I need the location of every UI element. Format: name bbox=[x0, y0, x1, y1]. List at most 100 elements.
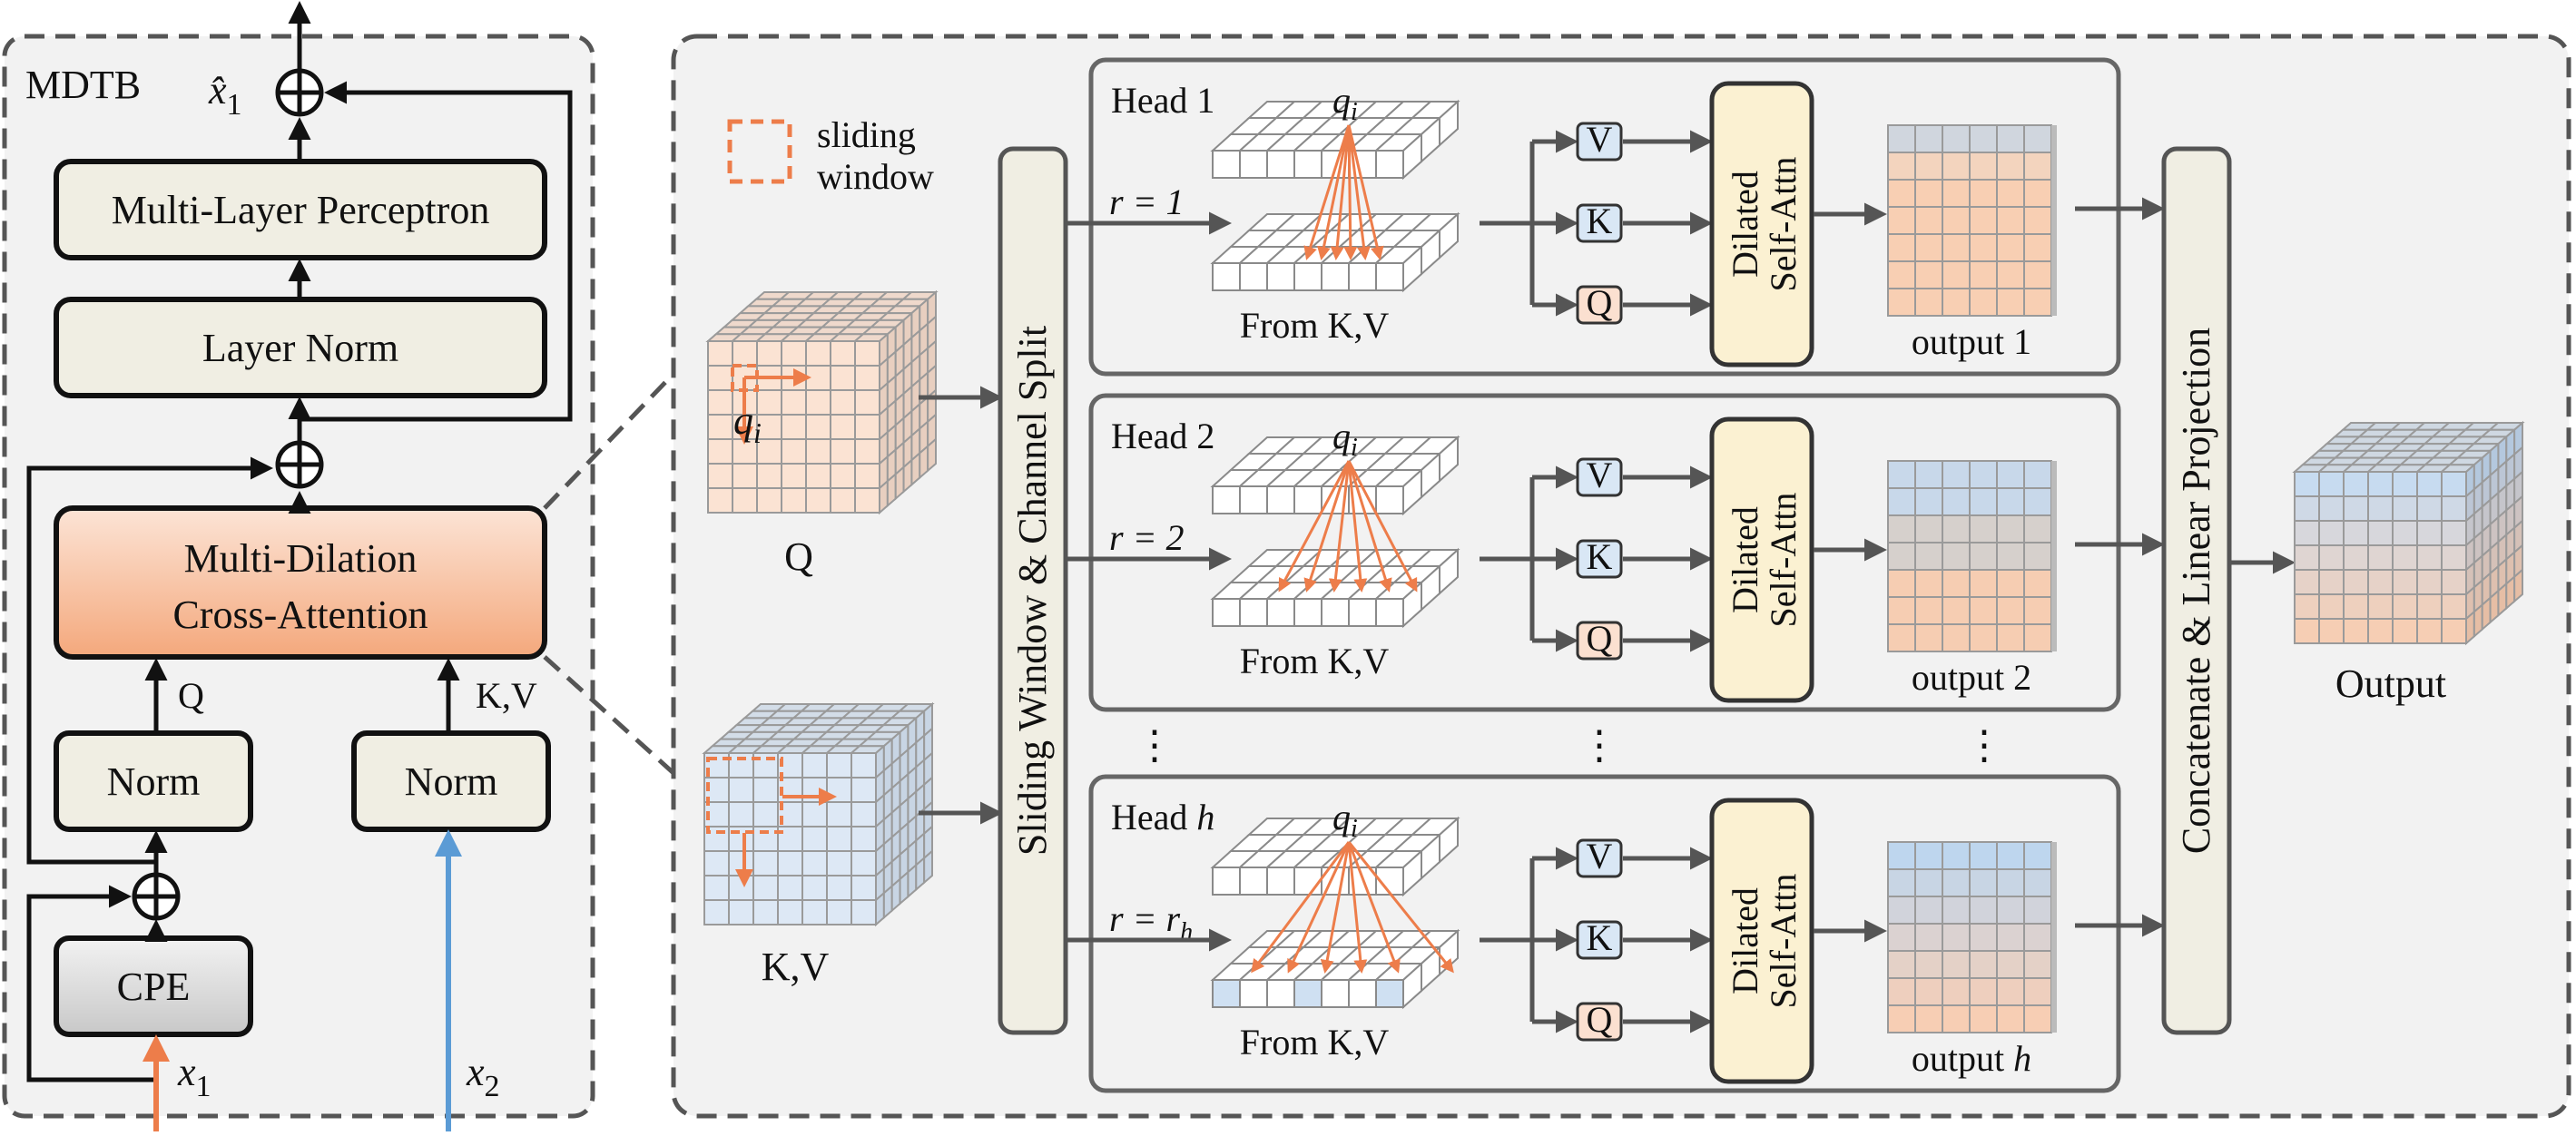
mdtb-output-label: x̂1 bbox=[208, 68, 242, 122]
cube-front-cell bbox=[756, 340, 782, 367]
cube-front-cell bbox=[850, 801, 877, 828]
output-grid-cell bbox=[1914, 288, 1943, 317]
output-grid-side bbox=[2051, 125, 2057, 316]
self-attn-label-1: Dilated bbox=[1725, 887, 1765, 994]
cube-front-cell bbox=[2294, 471, 2320, 497]
dilated-self-attn-box bbox=[1709, 416, 1814, 703]
output-grid-cell bbox=[1969, 1004, 1998, 1033]
cube-front-cell bbox=[2318, 618, 2345, 644]
output-grid-cell bbox=[1914, 923, 1943, 952]
cube-front-cell bbox=[2367, 495, 2394, 522]
x1-label: x1 bbox=[177, 1050, 211, 1103]
cube-front-cell bbox=[801, 826, 828, 852]
cube-front-cell bbox=[781, 463, 807, 489]
head-name: Head 1 bbox=[1111, 80, 1214, 121]
output-grid-cell bbox=[1942, 977, 1971, 1006]
output-grid-cell bbox=[1914, 596, 1943, 625]
cube-front-cell bbox=[2367, 471, 2394, 497]
cube-front-cell bbox=[2441, 593, 2467, 620]
dilated-self-attn-box bbox=[1709, 81, 1814, 367]
q-label: Q bbox=[1587, 999, 1613, 1040]
output-grid-cell bbox=[1996, 923, 2025, 952]
attention-arrow bbox=[1251, 841, 1351, 974]
cube-front-cell bbox=[707, 463, 733, 489]
head-output-label: output h bbox=[1912, 1038, 2031, 1079]
output-grid-cell bbox=[2023, 288, 2052, 317]
output-grid-cell bbox=[1969, 542, 1998, 571]
cube-front-cell bbox=[781, 389, 807, 416]
output-grid-cell bbox=[1942, 623, 1971, 652]
output-grid-cell bbox=[1996, 596, 2025, 625]
grid-front-cell bbox=[1266, 598, 1295, 627]
cube-front-cell bbox=[2343, 520, 2369, 546]
cube-front-cell bbox=[703, 850, 730, 876]
output-grid-cell bbox=[1914, 460, 1943, 489]
output-grid-cell bbox=[2023, 977, 2052, 1006]
output-grid-cell bbox=[1969, 260, 1998, 289]
norm-right-label: Norm bbox=[405, 759, 498, 804]
output-grid-cell bbox=[1942, 896, 1971, 925]
output-grid-cell bbox=[1942, 569, 1971, 598]
mdca-label-1: Multi-Dilation bbox=[184, 536, 418, 581]
grid-front-cell bbox=[1212, 485, 1241, 514]
attention-arrow bbox=[1287, 841, 1351, 974]
output-grid-cell bbox=[1996, 124, 2025, 153]
cube-front-cell bbox=[854, 463, 880, 489]
output-grid-cell bbox=[1942, 868, 1971, 897]
output-grid-cell bbox=[1942, 179, 1971, 208]
cube-front-cell bbox=[728, 777, 754, 803]
k-box bbox=[1576, 203, 1623, 243]
output-grid-cell bbox=[1887, 460, 1916, 489]
attention-arrow bbox=[1303, 124, 1351, 260]
grid-front-cell bbox=[1375, 262, 1404, 291]
cube-front-cell bbox=[2343, 471, 2369, 497]
cube-front-cell bbox=[850, 826, 877, 852]
cube-front-cell bbox=[801, 752, 828, 779]
cube-front-cell bbox=[2318, 569, 2345, 595]
grid-front-cell bbox=[1212, 598, 1241, 627]
cube-front-cell bbox=[707, 389, 733, 416]
cube-front-cell bbox=[854, 340, 880, 367]
cube-front-cell bbox=[707, 414, 733, 440]
output-grid-cell bbox=[1969, 179, 1998, 208]
mdtb-panel: MDTB x̂1 Multi-Layer Perceptron Layer No… bbox=[2, 1, 595, 1131]
v-label: V bbox=[1587, 836, 1613, 876]
grid-front-cell bbox=[1212, 262, 1241, 291]
cube-front-cell bbox=[2392, 569, 2418, 595]
head-r-label: r = 2 bbox=[1109, 517, 1185, 558]
output-grid-cell bbox=[1887, 179, 1916, 208]
grid-front-cell bbox=[1293, 262, 1322, 291]
v-box bbox=[1576, 457, 1623, 497]
cube-front-cell bbox=[2392, 544, 2418, 571]
output-grid-cell bbox=[1914, 152, 1943, 181]
head-qi-label: qi bbox=[1332, 797, 1358, 843]
output-grid-cell bbox=[2023, 124, 2052, 153]
cube-front-cell bbox=[830, 438, 856, 465]
output-grid-cell bbox=[1942, 206, 1971, 235]
cube-front-cell bbox=[2318, 520, 2345, 546]
norm-left-label: Norm bbox=[107, 759, 201, 804]
output-grid-cell bbox=[1996, 1004, 2025, 1033]
cube-front-cell bbox=[2392, 593, 2418, 620]
output-grid-cell bbox=[1914, 542, 1943, 571]
cube-front-cell bbox=[2294, 569, 2320, 595]
cube-side-cell bbox=[2513, 567, 2523, 603]
grid-side-cell bbox=[1439, 211, 1459, 260]
grid-front-cell bbox=[1239, 262, 1268, 291]
cube-front-cell bbox=[2392, 471, 2418, 497]
cube-front-cell bbox=[732, 463, 758, 489]
kv-cube bbox=[702, 701, 935, 927]
cube-front-cell bbox=[752, 899, 779, 925]
self-attn-label-2: Self-Attn bbox=[1763, 157, 1804, 292]
cube-front-cell bbox=[781, 487, 807, 514]
q-cube bbox=[705, 289, 939, 515]
cube-front-cell bbox=[703, 875, 730, 901]
dilated-self-attn-box bbox=[1709, 798, 1814, 1084]
cube-front-cell bbox=[801, 850, 828, 876]
output-grid-cell bbox=[1914, 868, 1943, 897]
cube-front-cell bbox=[756, 487, 782, 514]
kv-label: K,V bbox=[476, 675, 537, 716]
grid-front-cell bbox=[1212, 979, 1241, 1008]
cube-front-cell bbox=[2367, 544, 2394, 571]
